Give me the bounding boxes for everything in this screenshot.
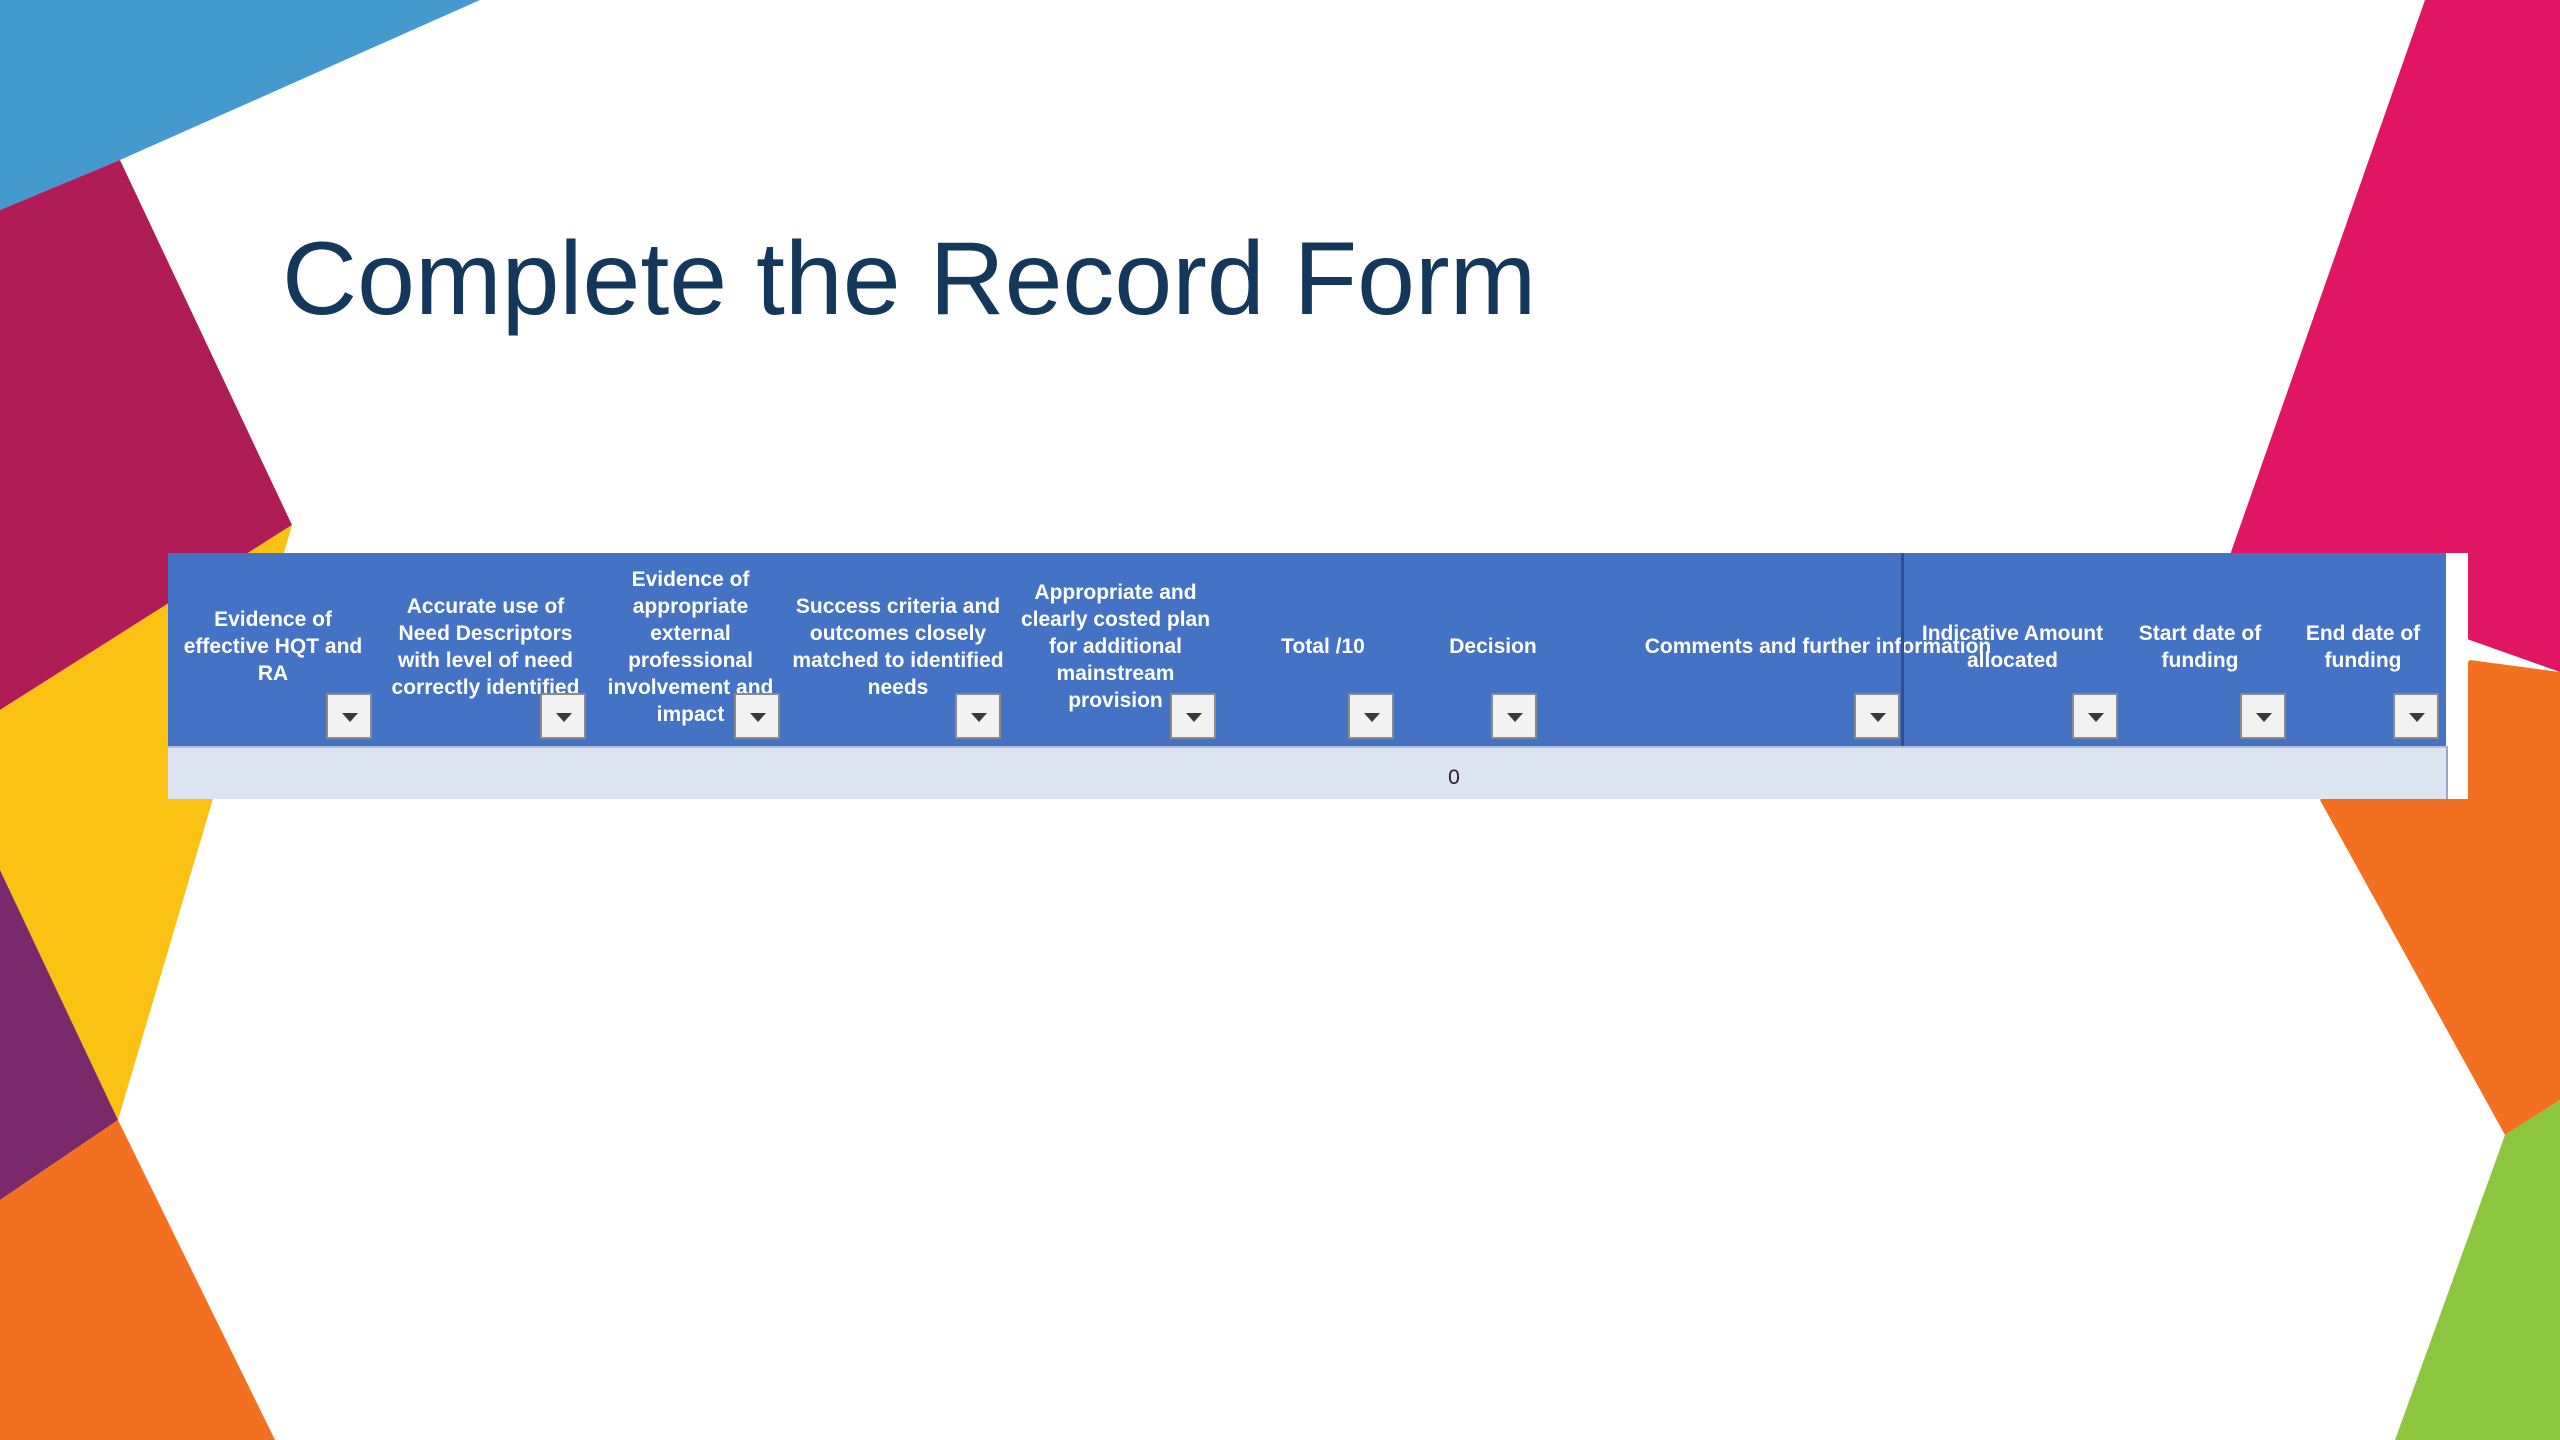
filter-dropdown-comments[interactable] <box>1854 693 1900 739</box>
filter-dropdown-costed-plan[interactable] <box>1170 693 1216 739</box>
table-edge <box>2446 553 2468 799</box>
column-header-comments: Comments and further information <box>1644 635 1992 658</box>
deco-purple-shape <box>0 870 118 1200</box>
filter-dropdown-success-criteria[interactable] <box>955 693 1001 739</box>
deco-orange-left-shape <box>0 1120 275 1440</box>
column-header-evidence-hqt: Evidence of effective HQT and RA <box>183 608 363 685</box>
deco-crimson-shape <box>0 160 292 710</box>
deco-magenta-shape <box>2230 0 2560 672</box>
table-row: 0 <box>168 746 2446 799</box>
column-header-end-date: End date of funding <box>2305 621 2421 672</box>
filter-dropdown-end-date[interactable] <box>2393 693 2439 739</box>
total-cell[interactable]: 0 <box>1448 766 1460 789</box>
column-header-costed-plan: Appropriate and clearly costed plan for … <box>1020 581 1211 712</box>
filter-dropdown-external-professional[interactable] <box>734 693 780 739</box>
column-header-success-criteria: Success criteria and outcomes closely ma… <box>792 594 1004 699</box>
filter-dropdown-need-descriptors[interactable] <box>540 693 586 739</box>
filter-dropdown-total[interactable] <box>1348 693 1394 739</box>
filter-dropdown-indicative-amount[interactable] <box>2072 693 2118 739</box>
column-header-indicative-amount: Indicative Amount allocated <box>1921 621 2104 672</box>
column-header-decision: Decision <box>1449 635 1537 658</box>
table-header-row: Evidence of effective HQT and RA Accurat… <box>168 553 2446 746</box>
table-edge-border <box>2446 746 2468 799</box>
deco-green-shape <box>2395 1100 2560 1440</box>
column-header-need-descriptors: Accurate use of Need Descriptors with le… <box>391 594 580 699</box>
column-header-start-date: Start date of funding <box>2138 621 2262 672</box>
column-header-total: Total /10 <box>1281 635 1365 658</box>
slide-title: Complete the Record Form <box>282 221 1537 337</box>
filter-dropdown-decision[interactable] <box>1491 693 1537 739</box>
column-divider <box>1901 553 1904 746</box>
deco-blue-shape <box>0 0 480 210</box>
filter-dropdown-evidence-hqt[interactable] <box>326 693 372 739</box>
column-header-external-professional: Evidence of appropriate external profess… <box>607 567 774 726</box>
record-form-table: Evidence of effective HQT and RA Accurat… <box>168 553 2468 799</box>
filter-dropdown-start-date[interactable] <box>2240 693 2286 739</box>
